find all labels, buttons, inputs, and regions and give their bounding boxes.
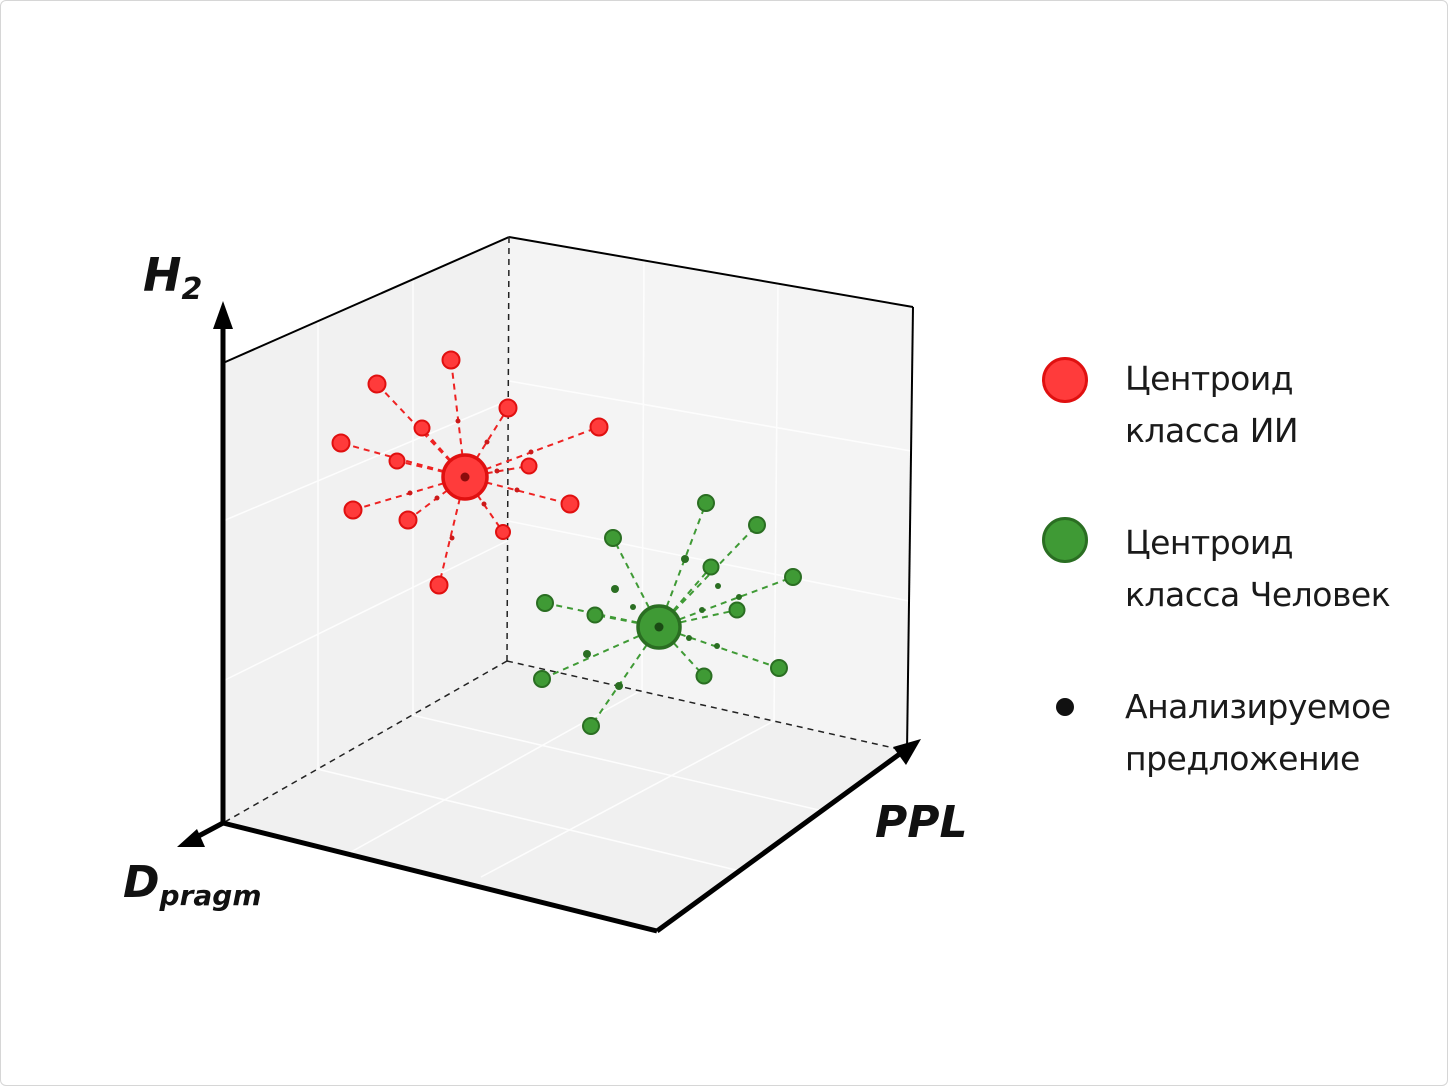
legend-label-sample: Анализируемое предложение	[1125, 681, 1391, 785]
human-centroid-sample-dot	[654, 622, 664, 632]
legend-item-sample: Анализируемое предложение	[1037, 681, 1417, 785]
back-left-wall	[223, 237, 509, 823]
ai-centroid-sample-dot	[460, 472, 470, 482]
legend: Центроид класса ИИ Центроид класса Челов…	[1037, 353, 1417, 785]
human-cluster	[533, 494, 802, 735]
ai-cluster	[331, 350, 609, 595]
axis-label-ppl: PPL	[875, 797, 968, 848]
legend-item-human: Центроид класса Человек	[1037, 517, 1417, 621]
sample-dot-icon	[1037, 681, 1093, 737]
legend-label-ai-line2: класса ИИ	[1125, 411, 1299, 450]
legend-label-sample-line1: Анализируемое	[1125, 687, 1391, 726]
axis-label-h2: H2	[143, 248, 202, 307]
svg-text:PPL: PPL	[875, 797, 968, 848]
legend-label-human-line1: Центроид	[1125, 523, 1294, 562]
legend-label-human: Центроид класса Человек	[1125, 517, 1391, 621]
svg-text:H2: H2	[143, 248, 202, 307]
legend-label-ai: Центроид класса ИИ	[1125, 353, 1299, 457]
legend-item-ai: Центроид класса ИИ	[1037, 353, 1417, 457]
svg-text:Dpragm: Dpragm	[123, 857, 262, 912]
legend-label-sample-line2: предложение	[1125, 739, 1360, 778]
back-right-wall	[507, 237, 913, 751]
legend-label-human-line2: класса Человек	[1125, 575, 1391, 614]
ai-centroid-icon	[1037, 353, 1093, 409]
h2-axis-arrowhead	[213, 301, 233, 329]
ppl-axis-arrowhead	[893, 739, 921, 765]
axis-label-dpragm: Dpragm	[123, 857, 262, 912]
box-edges	[222, 236, 914, 934]
dpragm-axis-arrowhead	[177, 829, 205, 847]
legend-label-ai-line1: Центроид	[1125, 359, 1294, 398]
human-centroid-icon	[1037, 517, 1093, 573]
